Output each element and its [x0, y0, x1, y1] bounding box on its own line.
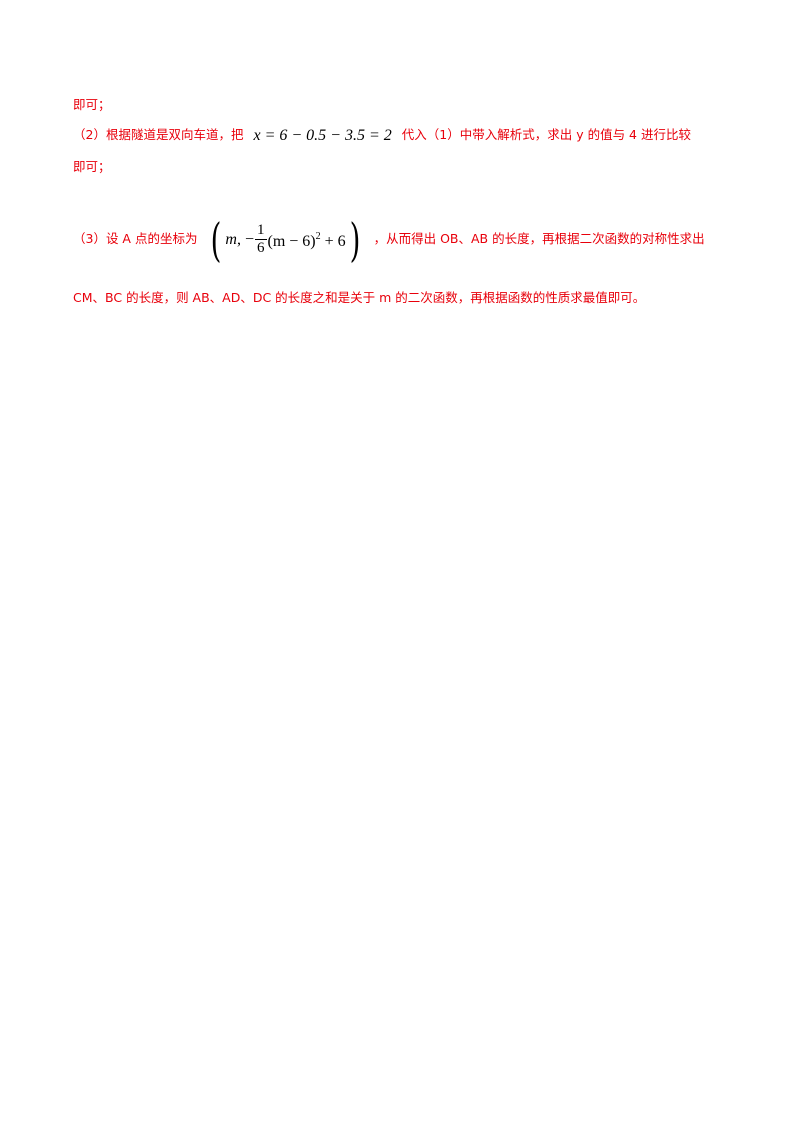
line-2-prefix: （2）根据隧道是双向车道，把: [73, 127, 244, 142]
line-2-suffix: 代入（1）中带入解析式，求出 y 的值与 4 进行比较: [401, 127, 691, 142]
equation-x: x = 6 − 0.5 − 3.5 = 2: [253, 126, 392, 144]
line-3-text: 即可；: [73, 159, 111, 174]
text-line-1: 即可；: [73, 97, 111, 113]
line-5-text: CM、BC 的长度，则 AB、AD、DC 的长度之和是关于 m 的二次函数，再根…: [73, 290, 646, 305]
text-line-2: （2）根据隧道是双向车道，把 x = 6 − 0.5 − 3.5 = 2 代入（1）…: [73, 127, 691, 144]
right-paren: ): [349, 212, 361, 267]
coordinate-expression-rest: (m − 6)2 + 6: [267, 231, 346, 250]
coordinate-expression: m, −: [225, 230, 254, 248]
text-line-5: CM、BC 的长度，则 AB、AD、DC 的长度之和是关于 m 的二次函数，再根…: [73, 290, 645, 306]
text-line-3: 即可；: [73, 159, 111, 175]
line-4-prefix: （3）设 A 点的坐标为: [73, 231, 198, 246]
line-1-text: 即可；: [73, 97, 111, 112]
line-4-suffix: ，从而得出 OB、AB 的长度，再根据二次函数的对称性求出: [373, 231, 705, 246]
left-paren: (: [211, 212, 222, 267]
